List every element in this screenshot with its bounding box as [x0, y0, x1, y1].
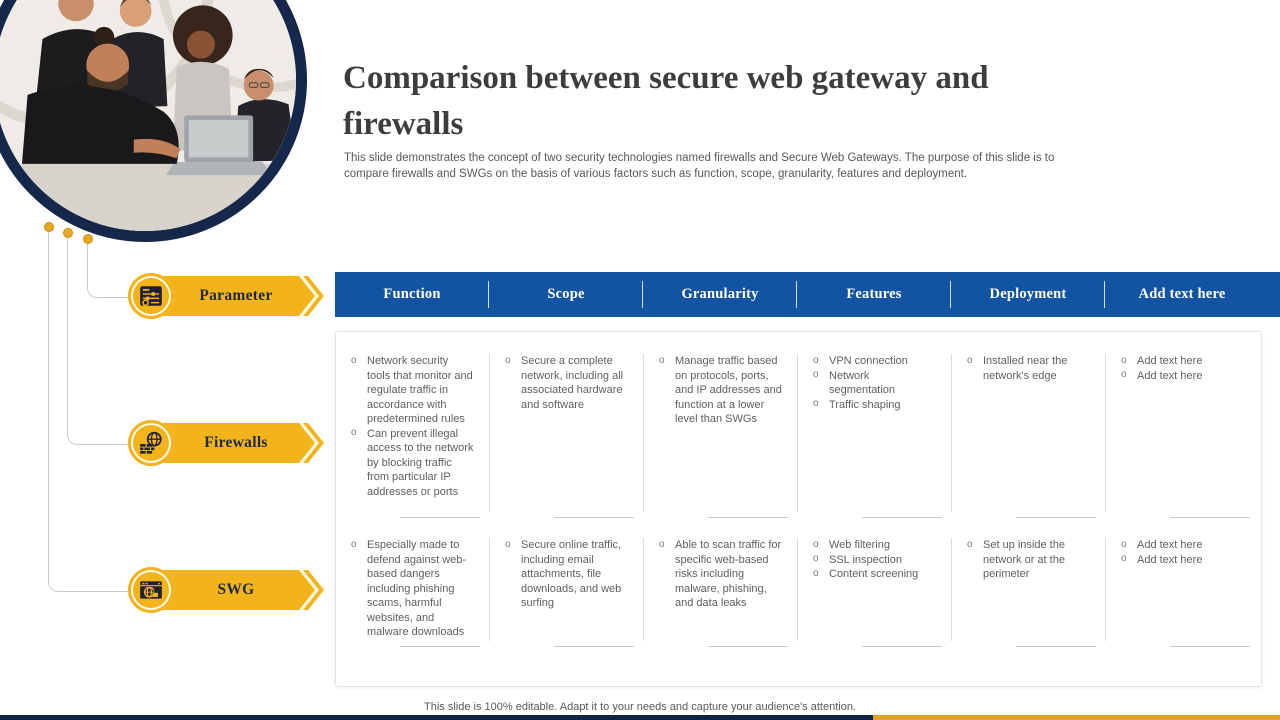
- header-cell-deployment: Deployment: [951, 272, 1105, 317]
- table-header: Function Scope Granularity Features Depl…: [335, 272, 1280, 317]
- bullet-item: SSL inspection: [810, 552, 936, 568]
- bullet-item: Secure online traffic, including email a…: [502, 538, 628, 611]
- bullet-item: Able to scan traffic for specific web-ba…: [656, 538, 782, 611]
- cell-swg-deployment: Set up inside the network or at the peri…: [952, 536, 1106, 647]
- footer-note: This slide is 100% editable. Adapt it to…: [424, 701, 856, 713]
- connector-dot: [63, 228, 73, 238]
- header-cell-granularity: Granularity: [643, 272, 797, 317]
- table-row-firewalls: Network security tools that monitor and …: [336, 352, 1261, 518]
- connector-line-firewalls: [67, 235, 132, 445]
- banner-arrow: [150, 423, 324, 463]
- cell-firewalls-deployment: Installed near the network's edge: [952, 352, 1106, 518]
- header-cell-scope: Scope: [489, 272, 643, 317]
- cell-firewalls-granularity: Manage traffic based on protocols, ports…: [644, 352, 798, 518]
- table-row-swg: Especially made to defend against web-ba…: [336, 536, 1261, 647]
- bullet-item: Content screening: [810, 567, 936, 582]
- label-banner-firewalls: Firewalls: [128, 420, 324, 466]
- label-banner-swg: SWG: [128, 567, 324, 613]
- slide-description: This slide demonstrates the concept of t…: [344, 152, 1055, 181]
- header-cell-function: Function: [335, 272, 489, 317]
- header-cell-add-text: Add text here: [1138, 286, 1226, 302]
- cell-swg-add-text: Add text here Add text here: [1106, 536, 1260, 647]
- add-text-placeholder[interactable]: Add text here: [1118, 538, 1244, 553]
- add-text-placeholder[interactable]: Add text here: [1118, 552, 1244, 568]
- bottom-stripe-gold: [873, 715, 1280, 720]
- bullet-item: Secure a complete network, including all…: [502, 354, 628, 412]
- cell-swg-granularity: Able to scan traffic for specific web-ba…: [644, 536, 798, 647]
- bullet-item: Installed near the network's edge: [964, 354, 1090, 383]
- cell-firewalls-scope: Secure a complete network, including all…: [490, 352, 644, 518]
- add-text-placeholder[interactable]: Add text here: [1118, 368, 1244, 384]
- bullet-item: Network security tools that monitor and …: [348, 354, 474, 427]
- bullet-item: VPN connection: [810, 354, 936, 369]
- team-photo: [0, 0, 307, 242]
- connector-dot: [83, 234, 93, 244]
- cell-swg-function: Especially made to defend against web-ba…: [336, 536, 490, 647]
- bullet-item: Especially made to defend against web-ba…: [348, 538, 474, 640]
- bullet-item: Set up inside the network or at the peri…: [964, 538, 1090, 582]
- banner-label: Firewalls: [204, 434, 268, 451]
- banner-arrow: [150, 570, 324, 610]
- connector-dot: [44, 222, 54, 232]
- header-cell-features: Features: [797, 272, 951, 317]
- bottom-stripe-navy: [0, 715, 873, 720]
- cell-swg-scope: Secure online traffic, including email a…: [490, 536, 644, 647]
- secure-browser-icon: [128, 567, 174, 613]
- team-photo-illustration: [0, 0, 296, 231]
- label-banner-parameter: Parameter: [128, 273, 324, 319]
- cell-firewalls-features: VPN connection Network segmentation Traf…: [798, 352, 952, 518]
- bullet-item: Can prevent illegal access to the networ…: [348, 426, 474, 500]
- connector-line-parameter: [87, 241, 132, 298]
- cell-swg-features: Web filtering SSL inspection Content scr…: [798, 536, 952, 647]
- cell-firewalls-function: Network security tools that monitor and …: [336, 352, 490, 518]
- banner-label: Parameter: [199, 287, 273, 304]
- bullet-item: Traffic shaping: [810, 397, 936, 413]
- bullet-item: Web filtering: [810, 538, 936, 553]
- add-text-placeholder[interactable]: Add text here: [1118, 354, 1244, 369]
- banner-arrow: [150, 276, 324, 316]
- table-body: Network security tools that monitor and …: [335, 331, 1262, 687]
- firewall-globe-icon: [128, 420, 174, 466]
- connector-line-swg: [48, 229, 132, 592]
- banner-label: SWG: [217, 581, 255, 598]
- bullet-item: Manage traffic based on protocols, ports…: [656, 354, 782, 427]
- settings-sliders-icon: [128, 273, 174, 319]
- cell-firewalls-add-text: Add text here Add text here: [1106, 352, 1260, 518]
- bullet-item: Network segmentation: [810, 368, 936, 398]
- page-title: Comparison between secure web gateway an…: [343, 60, 989, 143]
